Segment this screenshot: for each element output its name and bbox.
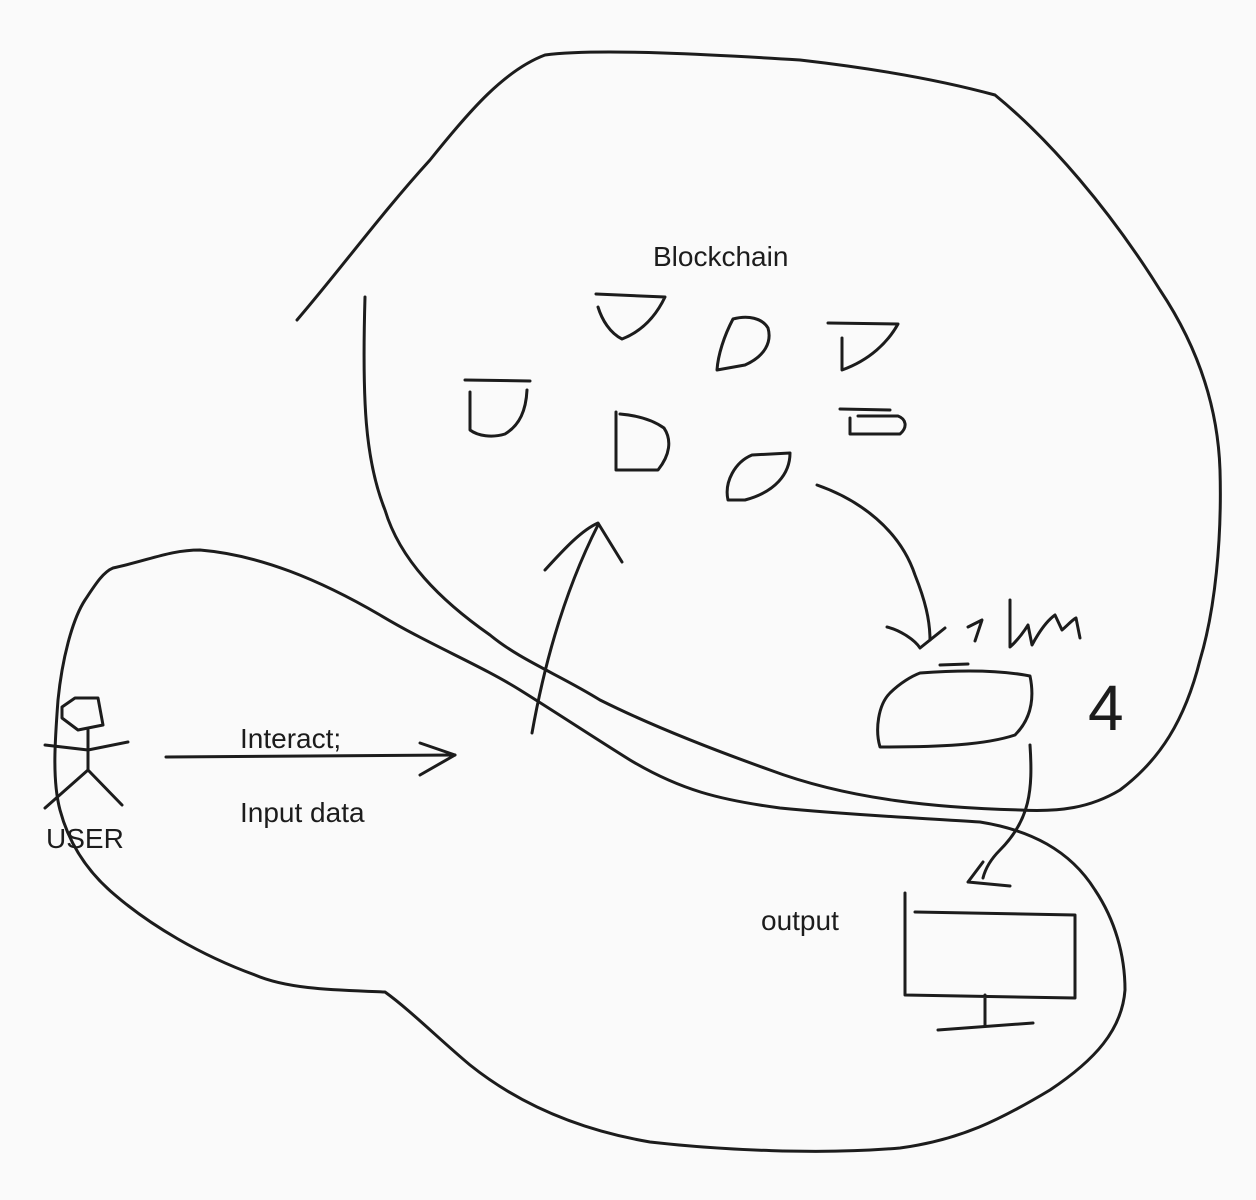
block-5 (614, 410, 671, 472)
interact-label: Interact; (240, 723, 342, 754)
handwritten-number-label: 4 (1088, 672, 1124, 744)
arrow-vm-to-output (981, 743, 1033, 880)
arrow-user-to-blockchain-head (543, 521, 624, 572)
block-3 (826, 321, 900, 372)
block-6 (838, 407, 907, 436)
block-4 (463, 378, 532, 438)
output-label: output (761, 905, 839, 936)
arrow-block-to-vm (815, 483, 932, 642)
monitor-icon (903, 891, 1077, 1032)
arrow-interact-head (418, 741, 457, 777)
block-2 (715, 315, 771, 372)
arrow-vm-to-output-head (966, 860, 1012, 888)
arrow-interact (164, 753, 457, 759)
user-label: USER (46, 823, 124, 854)
blockchain-region-outline (295, 50, 1222, 812)
user-region-outline (53, 548, 1127, 1153)
block-7 (725, 451, 792, 502)
handwritten-vm (966, 598, 1082, 649)
input-data-label: Input data (240, 797, 365, 828)
block-1 (594, 292, 667, 341)
vm-blob (876, 662, 1034, 749)
stick-figure-icon (43, 696, 130, 810)
arrow-user-to-blockchain (530, 523, 600, 735)
arrow-block-to-vm-head (885, 625, 947, 650)
blockchain-label: Blockchain (653, 241, 789, 272)
